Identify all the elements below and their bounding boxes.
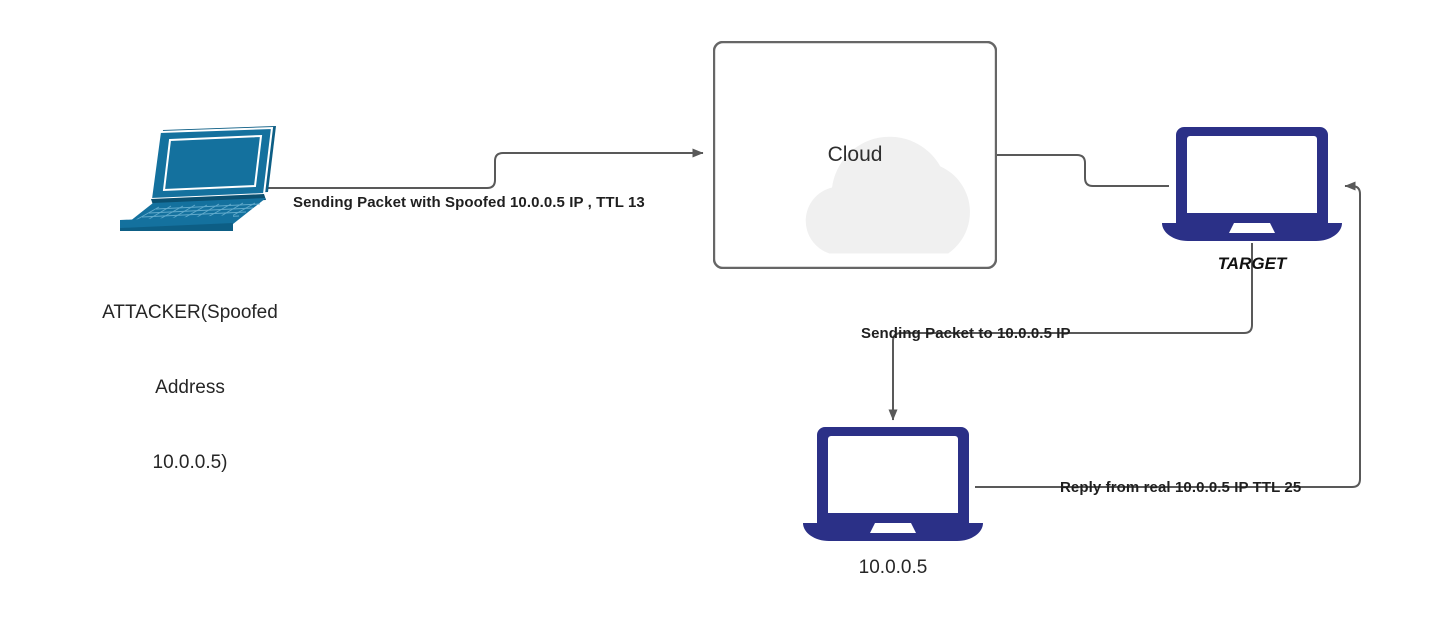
- attacker-node[interactable]: [108, 124, 280, 232]
- wire-victim-to-target-reply: [975, 181, 1361, 488]
- cloud-label: Cloud: [827, 143, 883, 166]
- laptop-icon: [803, 427, 983, 541]
- target-label: TARGET: [1217, 254, 1287, 273]
- laptop-icon: [1162, 127, 1342, 241]
- wire-label-target-to-victim: Sending Packet to 10.0.0.5 IP: [861, 325, 1071, 342]
- attacker-label-line3: 10.0.0.5): [152, 452, 228, 473]
- wire-attacker-to-cloud: [265, 148, 704, 189]
- wire-target-to-victim: [888, 243, 1253, 421]
- wire-cloud-to-target: [996, 154, 1169, 187]
- attacker-label-line2: Address: [155, 377, 225, 398]
- cloud-icon: [805, 136, 970, 254]
- victim-label: 10.0.0.5: [858, 557, 928, 578]
- target-node[interactable]: [1154, 127, 1350, 245]
- cloud-container: [713, 41, 997, 269]
- attacker-label-line1: ATTACKER(Spoofed: [102, 302, 278, 323]
- wire-label-victim-to-target-reply: Reply from real 10.0.0.5 IP TTL 25: [1060, 479, 1302, 496]
- wire-label-attacker-to-cloud: Sending Packet with Spoofed 10.0.0.5 IP …: [293, 194, 645, 211]
- laptop-isometric-icon: [120, 126, 276, 231]
- victim-node[interactable]: [795, 427, 991, 545]
- cloud-node[interactable]: Cloud: [713, 41, 997, 269]
- attacker-label: ATTACKER(Spoofed Address 10.0.0.5): [50, 250, 330, 525]
